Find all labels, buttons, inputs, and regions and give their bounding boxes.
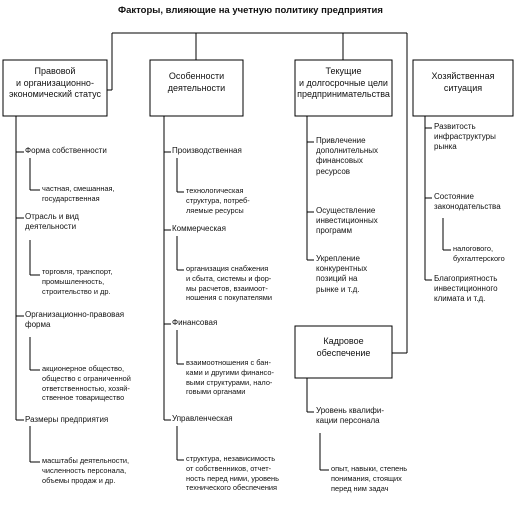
factor-investment-climate: Благоприятность инвестиционного климата … (434, 274, 498, 304)
factor-management: Управленческая (172, 414, 233, 423)
factor-financial: Финансовая (172, 318, 218, 327)
detail-industry: торговля, транспорт, промышленность, стр… (42, 267, 113, 296)
factor-legal-form: Организационно-правовая форма (25, 310, 125, 330)
header-staffing: Кадровое обеспечение (316, 336, 371, 358)
detail-legislation: налогового, бухгалтерского (453, 244, 505, 263)
factor-industry: Отрасль и вид деятельности (25, 212, 79, 232)
detail-management: структура, независимость от собственнико… (186, 454, 279, 493)
factor-production: Производственная (172, 146, 242, 155)
header-box-goals (294, 59, 393, 117)
header-goals: Текущие и долгосрочные цели предпринимат… (297, 66, 390, 100)
detail-legal-form: акционерное общество, общество с огранич… (42, 364, 131, 403)
factor-ownership-form: Форма собственности (25, 146, 107, 155)
factor-attract-resources: Привлечение дополнительных финансовых ре… (316, 136, 379, 176)
detail-company-size: масштабы деятельности, численность персо… (42, 456, 130, 485)
header-activity: Особенности деятельности (167, 71, 226, 93)
factor-investment-programs: Осуществление инвестиционных программ (316, 206, 378, 236)
header-box-staffing (294, 325, 393, 379)
header-economic-situation: Хозяйственная ситуация (431, 71, 495, 93)
detail-production: технологическая структура, потреб- ляемы… (186, 186, 250, 215)
factor-legislation: Состояние законодательства (434, 192, 501, 212)
factor-staff-qualification: Уровень квалифи- кации персонала (316, 406, 384, 426)
detail-commercial: организация снабжения и сбыта, системы и… (186, 264, 273, 303)
diagram-title: Факторы, влияющие на учетную политику пр… (118, 5, 383, 16)
detail-financial: взаимоотношения с бан- ками и другими фи… (186, 358, 274, 397)
detail-staff-qualification: опыт, навыки, степень понимания, стоящих… (331, 464, 408, 493)
header-box-legal-status (2, 59, 108, 117)
header-legal-status: Правовой и организационно- экономический… (9, 66, 101, 100)
detail-ownership-form: частная, смешанная, государственная (42, 184, 115, 203)
header-box-economic-situation (412, 59, 514, 117)
header-box-activity (149, 59, 244, 117)
factor-infrastructure: Развитость инфраструктуры рынка (434, 122, 496, 152)
factor-commercial: Коммерческая (172, 224, 226, 233)
factor-competitive-position: Укрепление конкурентных позиций на рынке… (316, 254, 368, 294)
factor-company-size: Размеры предприятия (25, 415, 109, 424)
